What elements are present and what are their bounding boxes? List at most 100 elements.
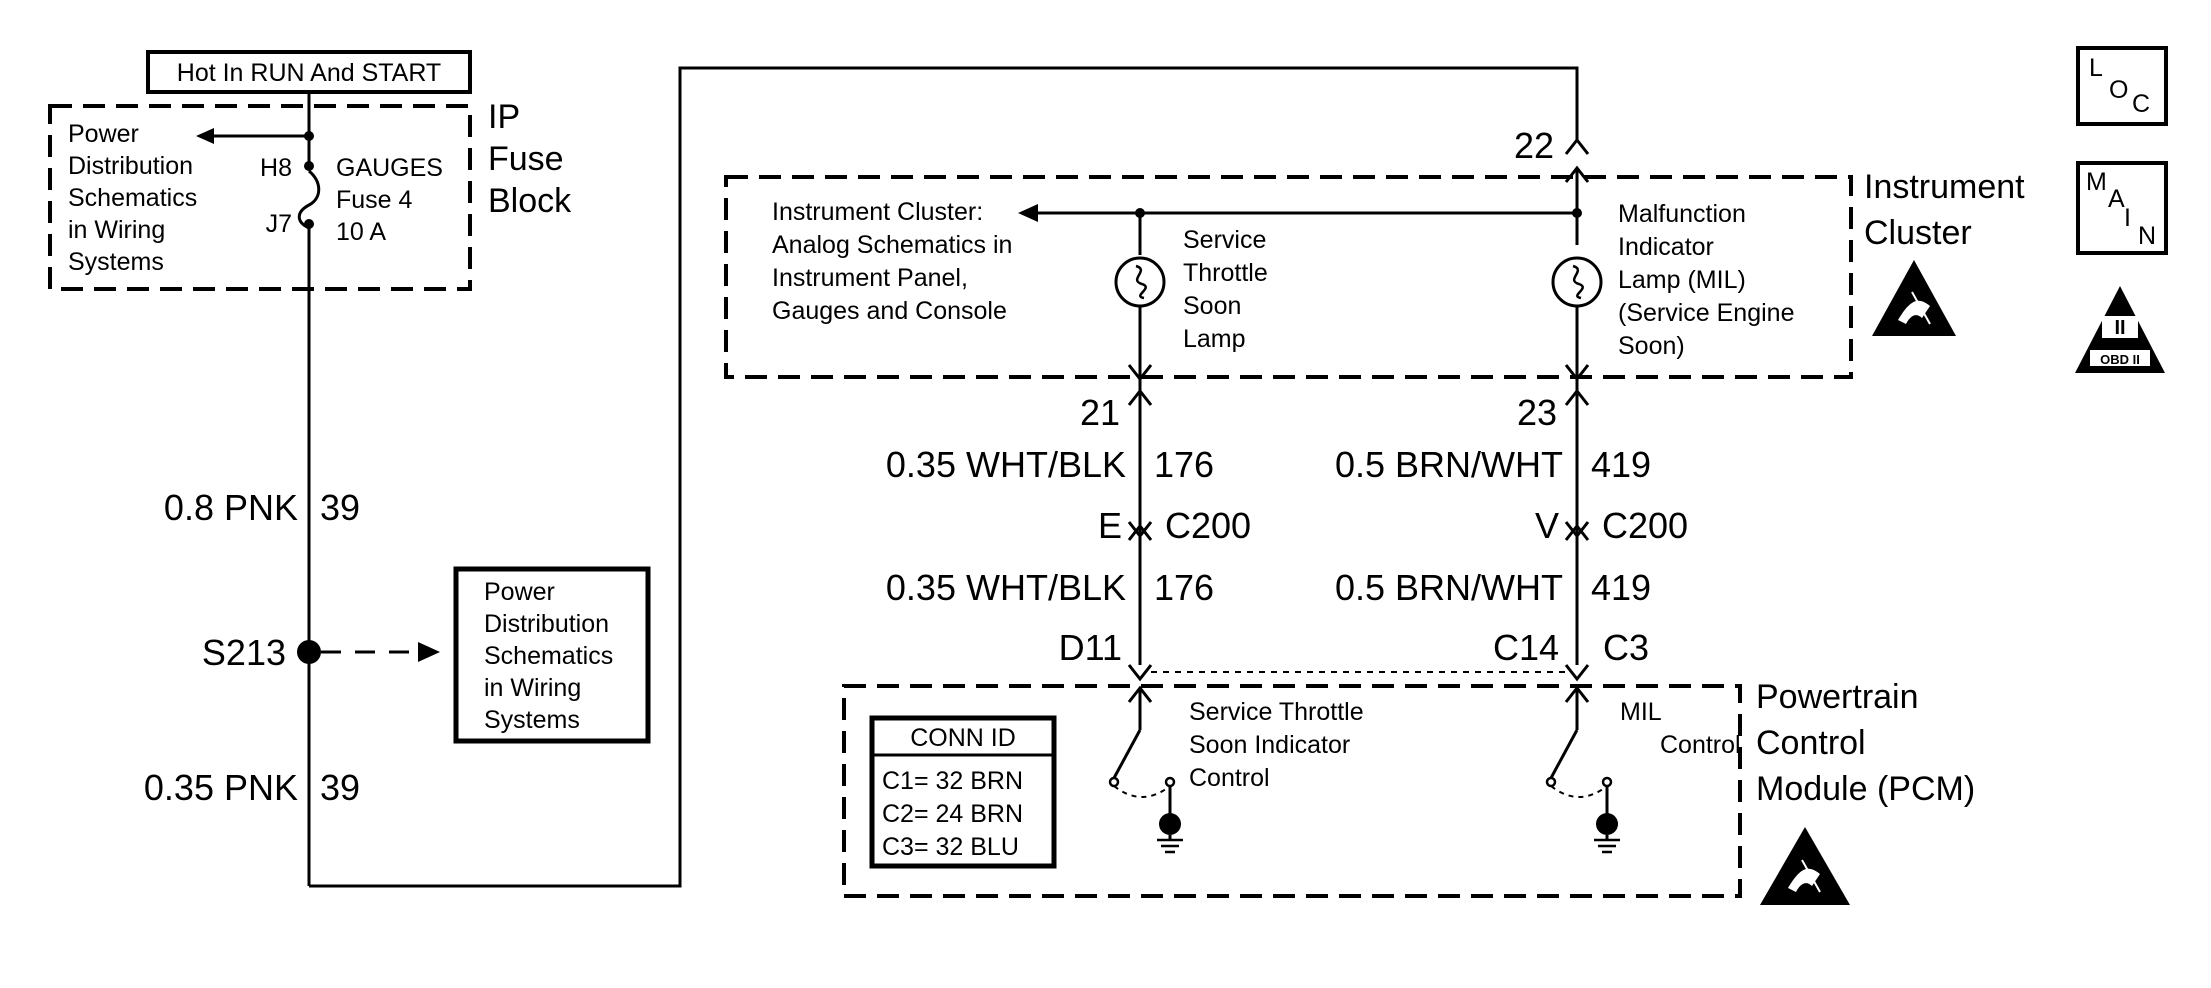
- wire-circuit-419b: 419: [1591, 567, 1651, 608]
- pd-top-line-2: Distribution: [68, 152, 193, 180]
- c200-pin-e: E: [1098, 505, 1122, 546]
- esd-warning-icon: [1872, 260, 1956, 336]
- conn-id-title: CONN ID: [910, 724, 1016, 752]
- conn-id-row-3: C3= 32 BLU: [882, 833, 1019, 861]
- wire-label-pnk-08: 0.8 PNK: [164, 487, 298, 528]
- fuse-line-3: 10 A: [336, 218, 386, 246]
- mil-ctrl-line-1: MIL: [1620, 698, 1662, 726]
- pd-box-line-4: in Wiring: [484, 674, 581, 702]
- pin-j7: J7: [266, 210, 292, 238]
- ip-fuse-title-2: Fuse: [488, 140, 564, 178]
- power-header: Hot In RUN And START: [146, 50, 472, 94]
- ic-ref-line-2: Analog Schematics in: [772, 231, 1012, 259]
- pcm-title-3: Module (PCM): [1756, 770, 1975, 808]
- wire-label-pnk-035: 0.35 PNK: [144, 767, 298, 808]
- esd-warning-icon: [1760, 827, 1850, 905]
- pcm-pin-c3: C3: [1603, 627, 1649, 668]
- arrow-left-icon: [196, 128, 214, 144]
- conn-id-table: CONN ID C1= 32 BRN C2= 24 BRN C3= 32 BLU: [869, 715, 1057, 869]
- arrow-right-icon: [418, 642, 440, 662]
- main-letter-a: A: [2108, 185, 2125, 213]
- ic-ref-line-3: Instrument Panel,: [772, 264, 968, 292]
- wire-label-brnwht-1: 0.5 BRN/WHT: [1335, 444, 1563, 485]
- connector-d11-icon: [1127, 664, 1153, 682]
- instrument-cluster: Instrument Cluster Instrument Cluster: A…: [724, 168, 2025, 379]
- splice-s213-label: S213: [202, 632, 286, 673]
- stsi-line-1: Service Throttle: [1189, 698, 1364, 726]
- st-lamp-line-4: Lamp: [1183, 325, 1246, 353]
- obd-numeral: II: [2114, 317, 2125, 339]
- main-letter-m: M: [2086, 168, 2107, 196]
- fuse-line-2: Fuse 4: [336, 186, 413, 214]
- ic-title-1: Instrument: [1864, 168, 2025, 206]
- main-icon[interactable]: M A I N: [2076, 161, 2168, 255]
- pd-top-line-3: Schematics: [68, 184, 197, 212]
- pcm-pin-c14: C14: [1493, 627, 1559, 668]
- pd-box-line-1: Power: [484, 578, 555, 606]
- power-header-label: Hot In RUN And START: [177, 59, 441, 87]
- stsi-line-3: Control: [1189, 764, 1270, 792]
- wire-circuit-176b: 176: [1154, 567, 1214, 608]
- loc-icon[interactable]: L O C: [2076, 46, 2168, 126]
- obd-ii-icon[interactable]: II OBD II: [2075, 286, 2165, 373]
- ip-fuse-title-1: IP: [488, 98, 520, 136]
- wire-circuit-39a: 39: [320, 487, 360, 528]
- connector-22-label: 22: [1514, 125, 1554, 166]
- splice-s213-icon: [297, 640, 321, 664]
- mil-lamp-line-4: (Service Engine: [1618, 299, 1794, 327]
- st-lamp-line-3: Soon: [1183, 292, 1241, 320]
- ic-ref-line-1: Instrument Cluster:: [772, 198, 983, 226]
- connector-23-label: 23: [1517, 392, 1557, 433]
- mil-lamp-line-3: Lamp (MIL): [1618, 266, 1746, 294]
- arrow-left-icon: [1018, 204, 1038, 222]
- connector-21-label: 21: [1080, 392, 1120, 433]
- connector-c200-icon: [1564, 521, 1590, 539]
- st-lamp-line-2: Throttle: [1183, 259, 1268, 287]
- pd-top-line-5: Systems: [68, 248, 164, 276]
- ip-fuse-title-3: Block: [488, 182, 572, 220]
- conn-id-row-1: C1= 32 BRN: [882, 767, 1023, 795]
- c200-left-label: C200: [1165, 505, 1251, 546]
- loc-letter-l: L: [2089, 54, 2103, 82]
- pcm-module: Powertrain Control Module (PCM) Service …: [842, 678, 1975, 898]
- fuse-icon: [297, 169, 321, 230]
- main-letter-n: N: [2138, 222, 2156, 250]
- pcm-pin-d11: D11: [1059, 627, 1122, 668]
- wire-label-whtblk-2: 0.35 WHT/BLK: [886, 567, 1126, 608]
- wire-circuit-39b: 39: [320, 767, 360, 808]
- pd-box-line-3: Schematics: [484, 642, 613, 670]
- lamp-filament-icon: [1135, 264, 1147, 300]
- connector-22-icon: [1564, 137, 1590, 155]
- c200-right-label: C200: [1602, 505, 1688, 546]
- pd-box-line-5: Systems: [484, 706, 580, 734]
- ic-ref-line-4: Gauges and Console: [772, 297, 1007, 325]
- pd-box-line-2: Distribution: [484, 610, 609, 638]
- mil-lamp-line-2: Indicator: [1618, 233, 1714, 261]
- wire-circuit-176a: 176: [1154, 444, 1214, 485]
- conn-id-row-2: C2= 24 BRN: [882, 800, 1023, 828]
- power-distribution-box: Power Distribution Schematics in Wiring …: [453, 566, 651, 744]
- splice-dot-icon: [304, 131, 314, 141]
- loc-letter-c: C: [2132, 90, 2150, 118]
- loc-letter-o: O: [2109, 76, 2128, 104]
- mil-lamp-line-5: Soon): [1618, 332, 1685, 360]
- ic-title-2: Cluster: [1864, 214, 1972, 252]
- switch-icon: [1112, 729, 1142, 779]
- wire-label-whtblk-1: 0.35 WHT/BLK: [886, 444, 1126, 485]
- connector-c200-icon: [1127, 521, 1153, 539]
- pcm-title-2: Control: [1756, 724, 1866, 762]
- c200-pin-v: V: [1535, 505, 1559, 546]
- switch-icon: [1549, 729, 1579, 779]
- st-lamp-line-1: Service: [1183, 226, 1266, 254]
- wire-circuit-419a: 419: [1591, 444, 1651, 485]
- ip-fuse-block: IP Fuse Block Power Distribution Schemat…: [48, 98, 572, 291]
- wire-label-brnwht-2: 0.5 BRN/WHT: [1335, 567, 1563, 608]
- j7-terminal-icon: [304, 219, 314, 229]
- fuse-line-1: GAUGES: [336, 154, 443, 182]
- main-letter-i: I: [2124, 204, 2131, 232]
- obd-label: OBD II: [2100, 352, 2140, 367]
- pcm-title-1: Powertrain: [1756, 678, 1919, 716]
- junction-dot-icon: [1572, 208, 1582, 218]
- connector-c14-icon: [1564, 664, 1590, 682]
